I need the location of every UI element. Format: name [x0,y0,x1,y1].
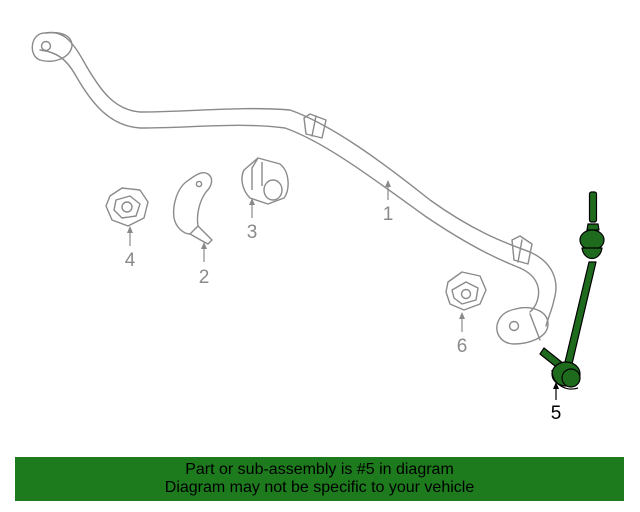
info-banner: Part or sub-assembly is #5 in diagram Di… [15,457,624,501]
diagram-canvas [31,31,605,400]
nut-part-4[interactable] [105,187,149,227]
callout-6[interactable]: 6 [456,336,468,357]
callout-5[interactable]: 5 [550,403,562,424]
leader-arrows [127,180,465,332]
callout-2[interactable]: 2 [198,267,210,288]
bushing-part-3[interactable] [241,157,289,205]
bracket-part-2[interactable] [172,172,213,245]
nut-part-6[interactable] [445,271,487,311]
callout-3[interactable]: 3 [246,222,258,243]
parts-diagram: 1 2 3 4 5 6 [31,31,605,424]
callout-1[interactable]: 1 [382,204,394,225]
banner-line-part-number: Part or sub-assembly is #5 in diagram [185,461,454,478]
leader-arrow-part-5 [553,382,559,400]
callout-4[interactable]: 4 [124,250,136,271]
banner-line-disclaimer: Diagram may not be specific to your vehi… [164,479,475,496]
stabilizer-link-part-5[interactable] [539,191,605,390]
stabilizer-bar-part-1[interactable] [31,31,557,345]
